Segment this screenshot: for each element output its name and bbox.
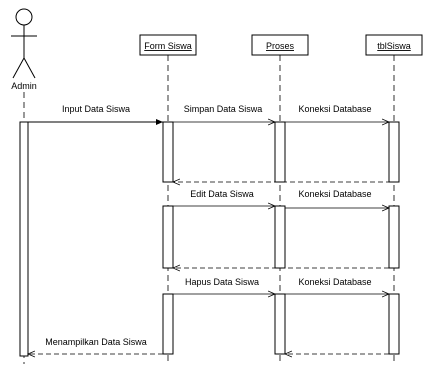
message-label: Menampilkan Data Siswa [45,337,147,347]
message-label: Koneksi Database [298,277,371,287]
actor-admin: Admin [11,8,37,91]
message-hapus-data-siswa: Hapus Data Siswa [173,277,275,294]
message-label: Koneksi Database [298,104,371,114]
activation-proses-3 [274,293,286,355]
activation-tbl-2 [388,205,400,269]
activation-actor [19,121,29,357]
lifeline-proses: Proses [251,34,309,56]
message-koneksi-database-1: Koneksi Database [285,104,389,122]
activation-form-3 [162,293,174,355]
lifeline-label-form-siswa: Form Siswa [144,41,192,51]
message-menampilkan-data-siswa: Menampilkan Data Siswa [28,337,163,354]
activation-proses-2 [274,205,286,269]
message-koneksi-database-2: Koneksi Database [285,189,389,208]
activation-form-2 [162,205,174,269]
message-label: Simpan Data Siswa [184,104,263,114]
lifeline-tblsiswa: tblSiswa [365,34,423,56]
actor-label: Admin [11,81,37,91]
message-label: Edit Data Siswa [190,189,254,199]
actor-leg-right [23,57,36,79]
message-input-data-siswa: Input Data Siswa [28,104,163,125]
lifeline-form-siswa: Form Siswa [139,34,197,56]
activation-form-1 [162,121,174,183]
message-label: Hapus Data Siswa [185,277,259,287]
activation-tbl-1 [388,121,400,183]
message-edit-data-siswa: Edit Data Siswa [173,189,275,206]
actor-leg-left [12,57,25,79]
lifeline-label-proses: Proses [266,41,295,51]
message-koneksi-database-3: Koneksi Database [285,277,389,294]
message-simpan-data-siswa: Simpan Data Siswa [173,104,275,122]
actor-head [15,8,33,26]
message-label: Input Data Siswa [62,104,130,114]
activation-proses-1 [274,121,286,183]
activation-tbl-3 [388,293,400,355]
message-label: Koneksi Database [298,189,371,199]
lifeline-label-tblsiswa: tblSiswa [377,41,411,51]
